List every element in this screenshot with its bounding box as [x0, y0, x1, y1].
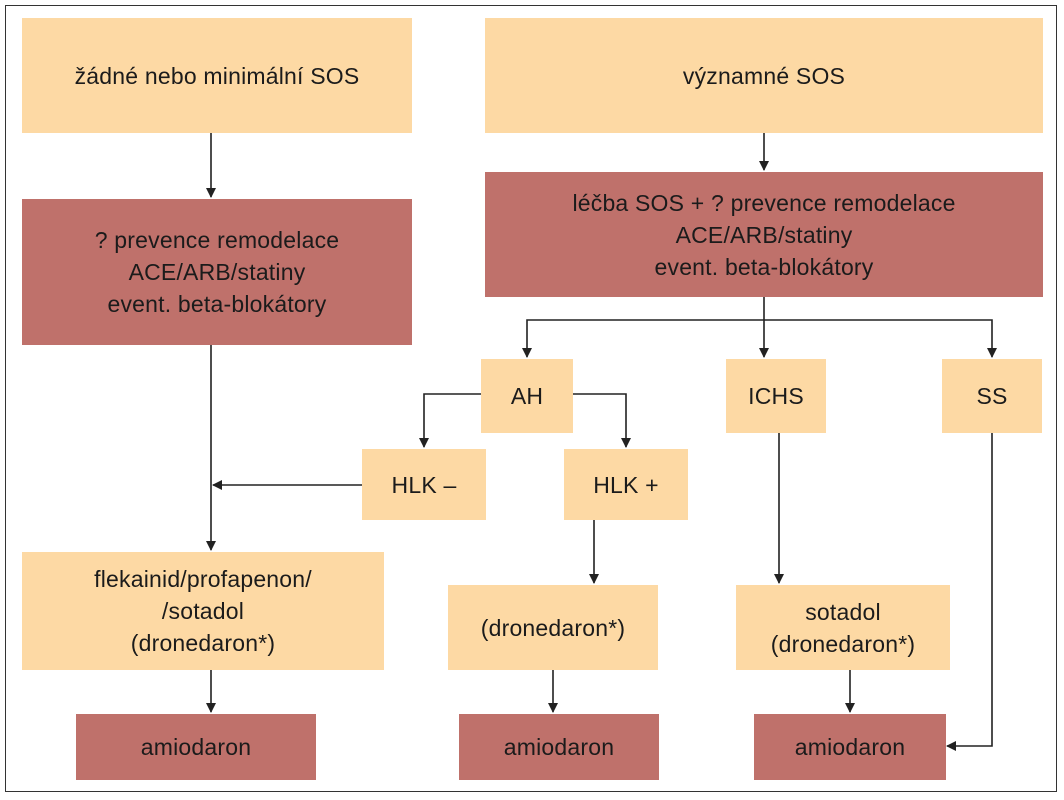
edge-ss-to-amio — [946, 433, 993, 751]
node-treatment-right: léčba SOS + ? prevence remodelace ACE/AR… — [485, 172, 1043, 297]
node-prevention-left: ? prevence remodelace ACE/ARB/statiny ev… — [22, 199, 412, 345]
node-ah: AH — [481, 359, 573, 433]
edge-treatment-to-ah — [522, 297, 765, 358]
node-sotalol: sotadol (dronedaron*) — [736, 585, 950, 670]
node-flecainide: flekainid/profapenon/ /sotadol (dronedar… — [22, 552, 384, 670]
node-significant-sos: významné SOS — [485, 18, 1043, 133]
edge-treatment-to-ss — [764, 319, 997, 358]
node-hlk-plus: HLK + — [564, 449, 688, 520]
edge-ah-to-hlk-minus — [419, 393, 481, 448]
node-amiodarone-right: amiodaron — [754, 714, 946, 780]
node-dronedarone-mid: (dronedaron*) — [448, 585, 658, 670]
diagram-frame — [5, 5, 1057, 792]
node-ichs: ICHS — [726, 359, 826, 433]
node-amiodarone-left: amiodaron — [76, 714, 316, 780]
node-hlk-minus: HLK – — [362, 449, 486, 520]
edge-ah-to-hlk-plus — [573, 393, 631, 448]
node-amiodarone-mid: amiodaron — [459, 714, 659, 780]
node-minimal-sos: žádné nebo minimální SOS — [22, 18, 412, 133]
node-ss: SS — [942, 359, 1042, 433]
